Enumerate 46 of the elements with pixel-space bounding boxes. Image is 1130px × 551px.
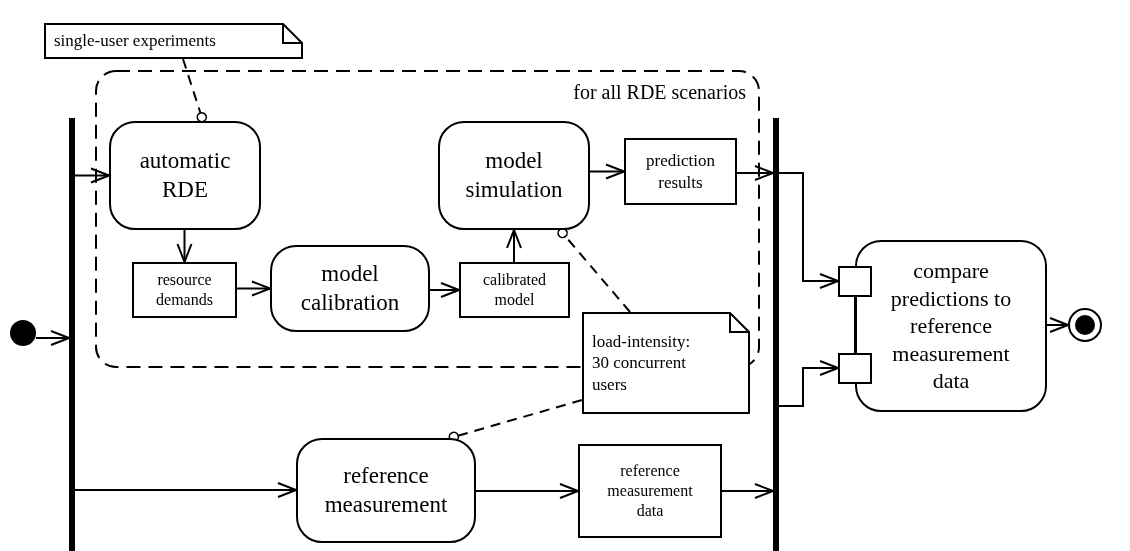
action-box [109, 121, 261, 230]
object-box [459, 262, 570, 318]
arrow [429, 282, 460, 298]
fork-bar [69, 118, 75, 551]
start-dot [10, 320, 36, 346]
node-label: model simulation [464, 146, 564, 204]
node-label: compare predictions to reference measurement data [889, 257, 1013, 395]
action-box [438, 121, 590, 230]
node-label: automatic RDE [138, 146, 232, 204]
arrow [506, 229, 522, 263]
note-text: load-intensity: 30 concurrent users [592, 331, 692, 395]
arrow [736, 165, 774, 181]
arrow [74, 167, 110, 184]
action-box [855, 240, 1047, 412]
note-shape [582, 312, 750, 414]
arrow [176, 229, 193, 263]
connector-line [854, 296, 856, 354]
action-box [270, 245, 430, 332]
arrow [721, 483, 774, 499]
node-label: resource demands [155, 270, 214, 310]
node-label: reference measurement [323, 461, 449, 519]
region-label: for all RDE scenarios [573, 80, 746, 105]
arrow [475, 483, 579, 499]
object-box [132, 262, 237, 318]
arrow [778, 360, 839, 407]
node-label: model calibration [299, 259, 401, 317]
action-box [296, 438, 476, 543]
node-label: prediction results [645, 150, 716, 193]
note-shape [44, 23, 303, 59]
node-label: reference measurement data [606, 461, 694, 521]
object-box [578, 444, 722, 538]
arrow [35, 330, 70, 346]
arrow [778, 172, 839, 289]
arrow [236, 280, 271, 297]
object-box [624, 138, 737, 205]
note-link [182, 58, 208, 123]
input-pin [838, 353, 872, 384]
arrow [1046, 317, 1069, 333]
node-label: calibrated model [481, 270, 548, 310]
note-text: single-user experiments [54, 30, 216, 52]
join-bar [773, 118, 779, 551]
input-pin [838, 266, 872, 297]
arrow [589, 163, 625, 180]
note-link [557, 227, 631, 313]
end-dot [1068, 308, 1102, 342]
arrow [74, 482, 297, 498]
